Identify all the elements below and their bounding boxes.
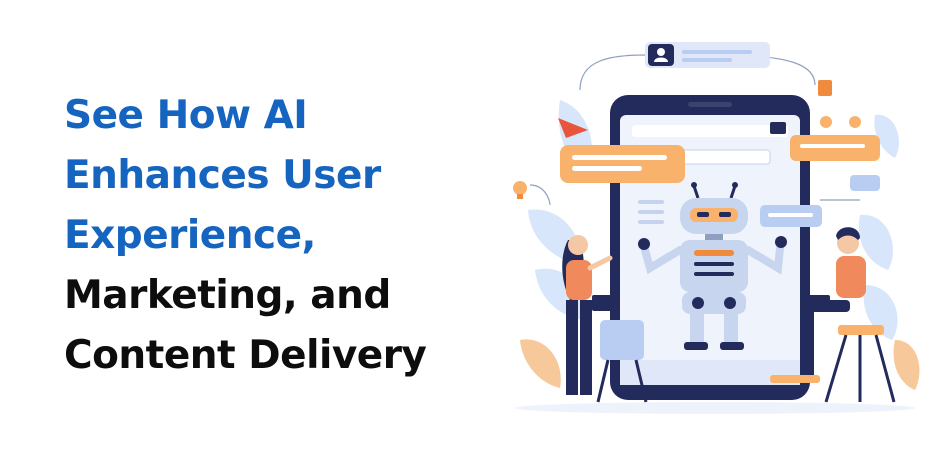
headline: See How AI Enhances User Experience, Mar…	[64, 86, 427, 386]
headline-line-2: Enhances User	[64, 153, 381, 198]
headline-line-1: See How AI	[64, 93, 308, 138]
headline-line-4: Marketing, and	[64, 273, 391, 318]
woman-with-laptop	[562, 235, 648, 403]
headline-line-3: Experience,	[64, 213, 316, 258]
chat-bubbles	[560, 135, 880, 227]
heart-icon	[818, 80, 861, 128]
paper-plane-icon	[558, 118, 588, 138]
robot	[638, 182, 787, 350]
profile-bubble	[645, 42, 770, 68]
desk-tray	[770, 375, 820, 383]
lightbulb-icon	[513, 181, 527, 199]
user-icon	[657, 48, 665, 56]
headline-line-5: Content Delivery	[64, 333, 427, 378]
ground-shadow	[515, 402, 915, 414]
ai-illustration	[513, 42, 920, 414]
man-with-laptop	[800, 227, 896, 403]
